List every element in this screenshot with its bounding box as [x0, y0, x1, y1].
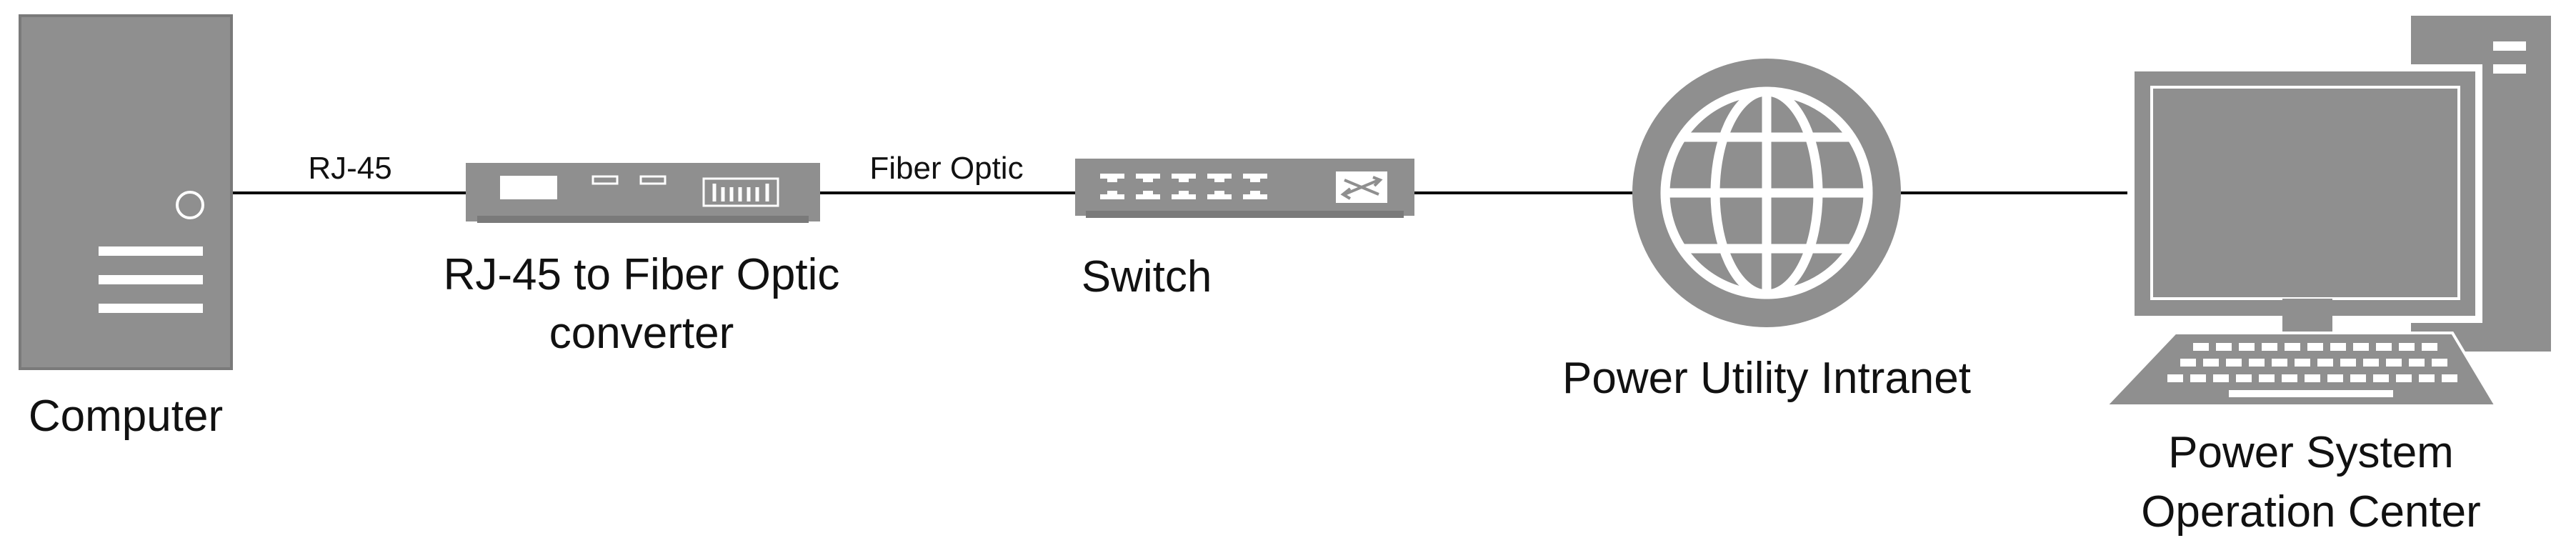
computer-icon	[19, 14, 233, 370]
computer-label: Computer	[29, 392, 223, 441]
computer-tower-body	[19, 14, 233, 370]
workstation-tower-slot-2	[2493, 64, 2526, 74]
media-converter-icon	[466, 163, 820, 223]
converter-fiber-port	[702, 177, 779, 207]
link-label-fiber-optic: Fiber Optic	[869, 151, 1023, 186]
switch-label: Switch	[1082, 252, 1212, 302]
switch-icon	[1075, 159, 1414, 218]
workstation-tower-slot-1	[2493, 41, 2526, 51]
operation-center-label-line1: Power System	[2168, 428, 2454, 477]
switch-bottom-edge	[1086, 211, 1404, 218]
globe-gridlines	[1660, 86, 1873, 299]
globe-icon	[1632, 59, 1901, 327]
workstation-keyboard-keys	[2167, 343, 2457, 397]
converter-led-2	[639, 175, 667, 185]
intranet-label: Power Utility Intranet	[1562, 354, 1971, 403]
computer-power-button	[176, 191, 204, 219]
converter-label-line2: converter	[549, 309, 734, 358]
operation-center-label-line2: Operation Center	[2141, 487, 2481, 537]
converter-bottom-edge	[477, 216, 809, 223]
workstation-icon	[2102, 16, 2551, 407]
switch-ports-top	[1100, 174, 1267, 182]
switch-symbol-icon	[1336, 171, 1387, 203]
converter-led-1	[591, 175, 619, 185]
workstation-keyboard	[2102, 332, 2499, 407]
workstation-monitor-screen	[2150, 86, 2460, 300]
switch-ports-bottom	[1100, 191, 1267, 199]
computer-drive-slot-2	[99, 275, 203, 284]
converter-label-line1: RJ-45 to Fiber Optic	[444, 250, 840, 299]
computer-drive-slot-3	[99, 304, 203, 313]
converter-fiber-port-grille	[712, 184, 769, 201]
converter-port-rj45	[500, 176, 557, 199]
computer-drive-slot-1	[99, 246, 203, 256]
workstation-monitor-stand	[2282, 299, 2332, 334]
link-label-rj45: RJ-45	[308, 151, 391, 186]
